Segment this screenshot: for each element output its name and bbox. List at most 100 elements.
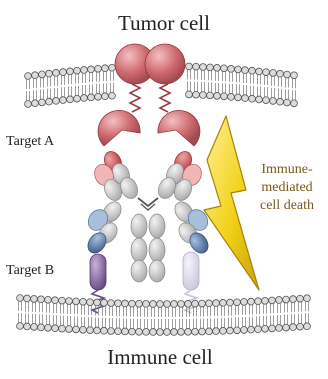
target-b-label: Target B — [6, 263, 54, 278]
lipid-tail — [257, 316, 260, 326]
lipid-tail — [69, 86, 72, 96]
lipid-tail — [33, 302, 36, 312]
lipid-head — [171, 301, 178, 308]
lipid-head — [32, 72, 39, 79]
lipid-head — [242, 67, 249, 74]
lipid-head — [81, 95, 88, 102]
lipid-head — [193, 63, 200, 70]
immune-cell-membrane — [17, 295, 311, 336]
lipid-head — [24, 323, 31, 330]
lipid-tail — [278, 315, 281, 325]
lipid-tail — [244, 85, 247, 95]
immune-mediated-line3: cell death — [260, 198, 314, 213]
lipid-tail — [299, 302, 302, 312]
lipid-tail — [195, 82, 198, 92]
lipid-tail — [26, 313, 29, 323]
lipid-tail — [41, 78, 44, 88]
lipid-head — [270, 70, 277, 77]
lipid-head — [115, 300, 122, 307]
lipid-head — [276, 297, 283, 304]
lipid-head — [193, 91, 200, 98]
lipid-head — [248, 298, 255, 305]
lipid-head — [249, 95, 256, 102]
lipid-tail — [111, 83, 114, 93]
lipid-head — [39, 99, 46, 106]
tumor-cell-label: Tumor cell — [118, 11, 210, 35]
lipid-tail — [138, 307, 141, 317]
lipid-tail — [286, 90, 289, 100]
lipid-tail — [271, 315, 274, 325]
lipid-head — [66, 326, 73, 333]
lipid-head — [262, 325, 269, 332]
lipid-head — [192, 328, 199, 335]
lipid-head — [178, 301, 185, 308]
lipid-head — [74, 67, 81, 74]
lipid-head — [214, 92, 221, 99]
lipid-tail — [188, 70, 191, 80]
lipid-tail — [62, 75, 65, 85]
lipid-head — [129, 328, 136, 335]
lipid-head — [39, 71, 46, 78]
lipid-tail — [285, 315, 288, 325]
lipid-head — [186, 91, 193, 98]
lipid-head — [304, 295, 311, 302]
lipid-head — [94, 299, 101, 306]
lipid-head — [207, 92, 214, 99]
lipid-head — [228, 93, 235, 100]
lipid-head — [186, 63, 193, 70]
lipid-tail — [111, 71, 114, 81]
lipid-tail — [223, 83, 226, 93]
lipid-head — [234, 299, 241, 306]
lipid-tail — [159, 319, 162, 329]
lipid-tail — [216, 83, 219, 93]
lipid-tail — [202, 70, 205, 80]
lipid-tail — [222, 318, 225, 328]
lipid-tail — [40, 314, 43, 324]
lipid-tail — [27, 91, 30, 101]
lipid-head — [46, 98, 53, 105]
lipid-head — [213, 300, 220, 307]
lipid-head — [234, 327, 241, 334]
lipid-tail — [272, 76, 275, 86]
lipid-head — [87, 299, 94, 306]
lipid-head — [185, 300, 192, 307]
lipid-tail — [131, 307, 134, 317]
lipid-head — [263, 69, 270, 76]
lipid-tail — [69, 75, 72, 85]
lipid-tail — [138, 319, 141, 329]
lipid-head — [284, 71, 291, 78]
immune-mediated-line1: Immune- — [261, 162, 313, 177]
lipid-tail — [264, 316, 267, 326]
lipid-tail — [124, 318, 127, 328]
lipid-head — [73, 298, 80, 305]
lipid-tail — [82, 317, 85, 327]
lipid-head — [291, 72, 298, 79]
lipid-head — [199, 328, 206, 335]
lipid-tail — [48, 77, 51, 87]
lipid-tail — [62, 87, 65, 97]
lipid-head — [66, 298, 73, 305]
lipid-head — [270, 98, 277, 105]
lipid-tail — [131, 319, 134, 329]
lipid-head — [283, 324, 290, 331]
lipid-head — [206, 328, 213, 335]
lipid-tail — [299, 314, 302, 324]
lipid-head — [60, 69, 67, 76]
lipid-head — [102, 93, 109, 100]
lipid-tail — [152, 307, 155, 317]
lipid-tail — [243, 305, 246, 315]
lipid-head — [24, 295, 31, 302]
lipid-head — [150, 301, 157, 308]
lipid-tail — [201, 307, 204, 317]
lipid-head — [249, 67, 256, 74]
lipid-head — [45, 324, 52, 331]
lipid-tail — [97, 84, 100, 94]
lipid-tail — [61, 316, 64, 326]
lipid-head — [53, 69, 60, 76]
lipid-tail — [236, 317, 239, 327]
lipid-tail — [117, 318, 120, 328]
lipid-head — [94, 327, 101, 334]
lipid-head — [263, 97, 270, 104]
lipid-head — [73, 326, 80, 333]
lipid-head — [108, 328, 115, 335]
